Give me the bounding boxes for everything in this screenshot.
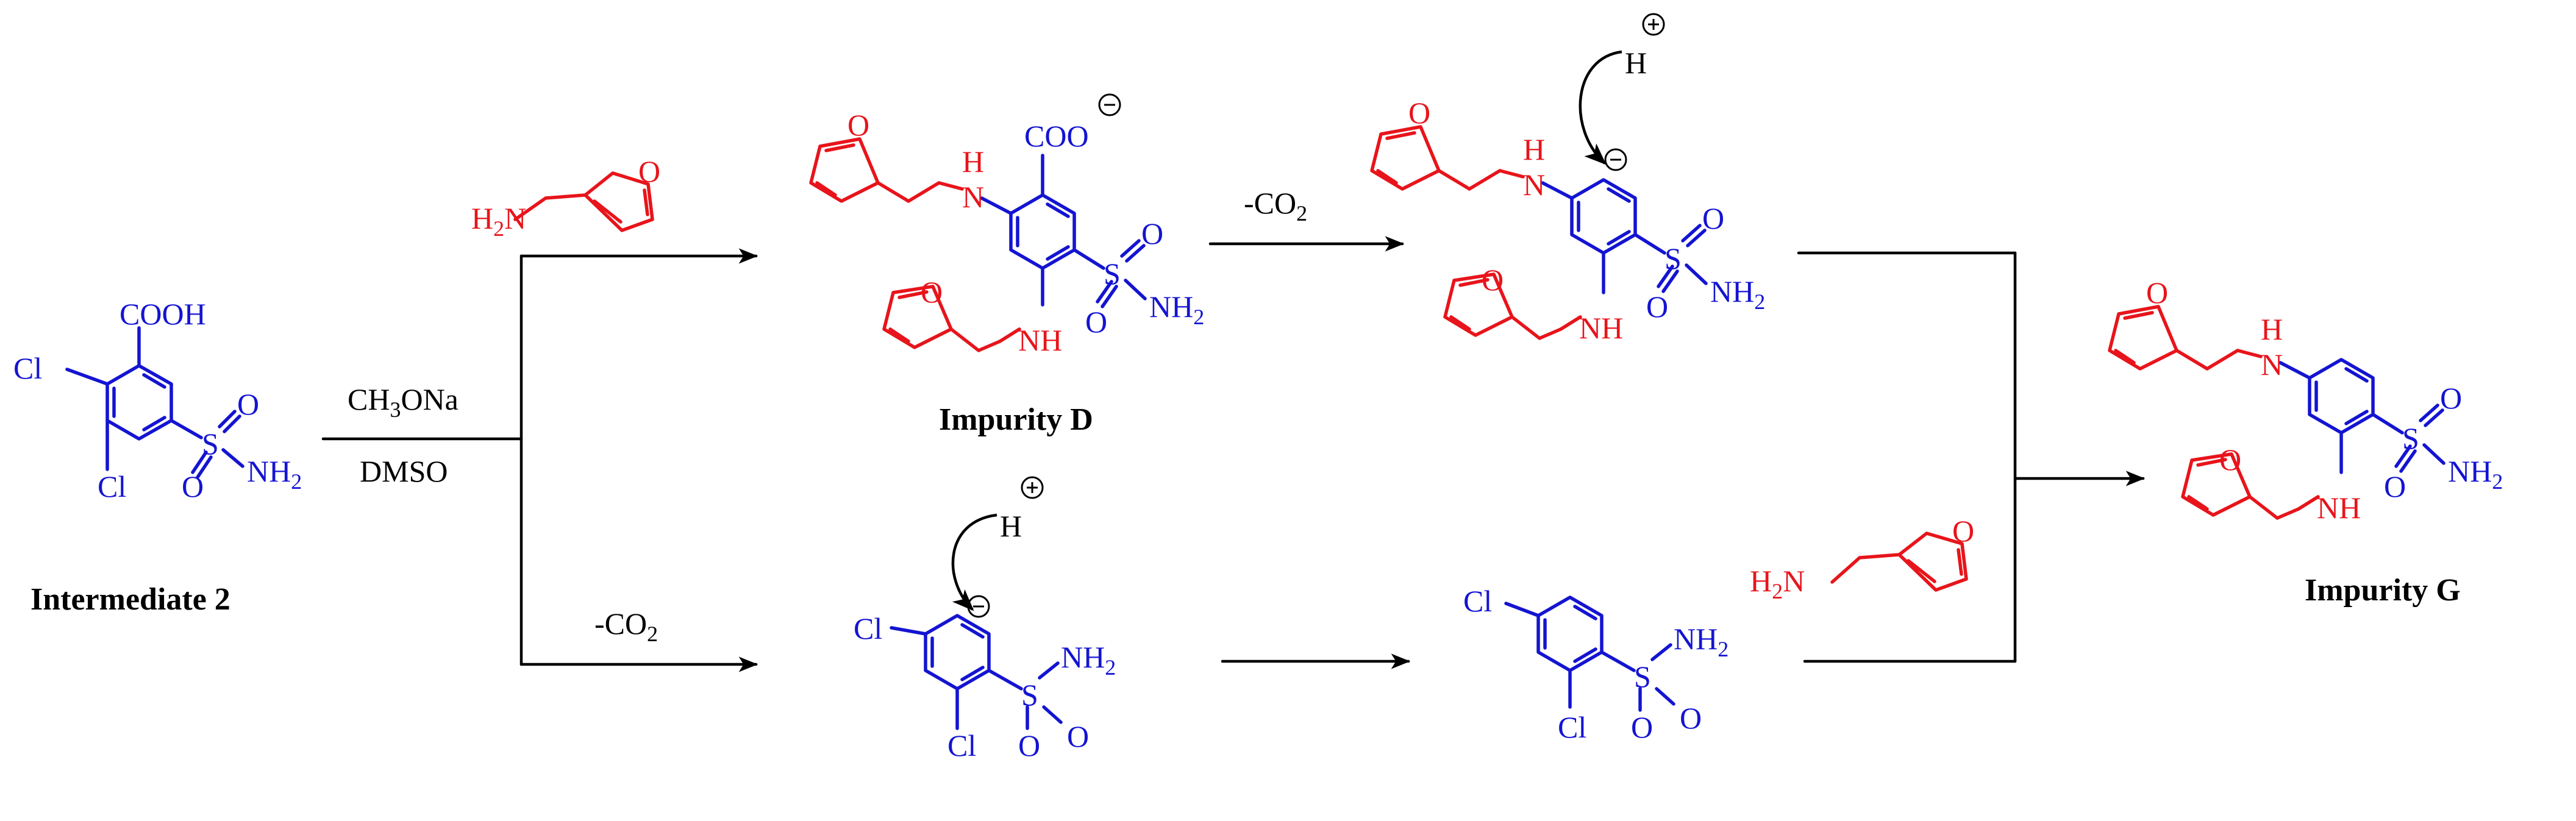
- furan-oxygen: O: [847, 108, 869, 142]
- furan-oxygen: O: [1952, 514, 1974, 548]
- amine-nitrogen: N: [1523, 168, 1545, 202]
- oxygen-atom: O: [237, 387, 259, 421]
- impurity-g-structure: S O O NH2 N H O NH O Impurity G: [2108, 275, 2503, 608]
- sulfur-atom: S: [1021, 678, 1038, 712]
- furan-oxygen: O: [2219, 442, 2241, 477]
- amine-hydrogen: H: [1523, 132, 1545, 166]
- amine-group: NH: [1018, 323, 1062, 357]
- amine-group: NH2: [247, 454, 302, 494]
- chlorine-atom: Cl: [1463, 584, 1492, 618]
- furan-oxygen: O: [921, 275, 943, 309]
- amine-nitrogen: N: [2261, 347, 2283, 382]
- sulfur-atom: S: [1664, 241, 1682, 275]
- dichlorobenzenesulfonamide-structure: Cl Cl S NH2 O O: [1463, 584, 1729, 744]
- impurity-d-structure: COO S O O NH2 N H O NH O: [809, 93, 1204, 437]
- furan-oxygen: O: [1482, 263, 1504, 297]
- amine-hydrogen: H: [2261, 312, 2283, 346]
- sulfur-atom: S: [202, 427, 219, 461]
- oxygen-atom: O: [1141, 216, 1163, 251]
- base-reagent: CH3ONa: [348, 382, 458, 422]
- branch-lines: [321, 248, 758, 672]
- furfurylamine-reagent: O H2N: [1750, 514, 1974, 603]
- oxygen-atom: O: [1018, 728, 1040, 762]
- oxygen-atom: O: [1702, 201, 1724, 235]
- impurity-g-label: Impurity G: [2305, 573, 2461, 608]
- amine-hydrogen: H: [962, 144, 984, 179]
- negative-charge-icon: [1098, 93, 1121, 116]
- oxygen-atom: O: [1631, 710, 1653, 744]
- oxygen-atom: O: [2384, 469, 2406, 503]
- chlorine-atom: Cl: [98, 469, 126, 503]
- furan-oxygen: O: [1408, 96, 1430, 130]
- oxygen-atom: O: [1085, 305, 1107, 339]
- proton-h: H: [1625, 46, 1647, 80]
- amine-group: H2N: [471, 201, 526, 241]
- oxygen-atom: O: [182, 469, 204, 503]
- proton-h: H: [1000, 509, 1022, 543]
- chlorine-atom: Cl: [1558, 710, 1586, 744]
- top-carbanion-structure: S O O NH2 N H O NH O H: [1370, 13, 1765, 345]
- sulfur-atom: S: [2402, 421, 2419, 455]
- amine-nitrogen: N: [962, 180, 984, 214]
- oxygen-atom: O: [1680, 701, 1702, 735]
- intermediate-2-structure: COOH Cl Cl S O O NH2 Intermediate 2: [13, 297, 302, 617]
- decarboxylation-label: -CO2: [594, 606, 658, 646]
- solvent-reagent: DMSO: [360, 454, 448, 488]
- intermediate-2-label: Intermediate 2: [30, 582, 230, 617]
- amine-group: NH2: [1710, 274, 1765, 314]
- negative-charge-icon: [1604, 148, 1627, 171]
- sulfur-atom: S: [1104, 257, 1121, 291]
- oxygen-atom: O: [2440, 381, 2462, 415]
- positive-charge-icon: [1642, 13, 1665, 36]
- oxygen-atom: O: [1646, 290, 1668, 324]
- chlorine-atom: Cl: [854, 611, 882, 645]
- furfurylamine-reagent: O H2N: [471, 154, 660, 241]
- amine-group: NH2: [2448, 454, 2503, 494]
- decarboxylation-label: -CO2: [1244, 186, 1307, 226]
- amine-group: NH: [1579, 311, 1623, 345]
- cooh-group: COOH: [120, 297, 206, 331]
- furan-oxygen: O: [638, 154, 660, 188]
- amine-group: NH2: [1149, 290, 1204, 329]
- furan-oxygen: O: [2146, 275, 2168, 310]
- chlorine-atom: Cl: [947, 728, 976, 762]
- amine-group: NH: [2317, 491, 2361, 525]
- sulfur-atom: S: [1634, 659, 1651, 694]
- positive-charge-icon: [1021, 476, 1044, 499]
- curved-electron-arrow-icon: [1579, 50, 1622, 165]
- amine-group: NH2: [1674, 622, 1729, 661]
- bottom-carbanion-structure: Cl Cl S NH2 O O H: [854, 476, 1116, 762]
- chlorine-atom: Cl: [13, 351, 42, 385]
- oxygen-atom: O: [1067, 719, 1089, 753]
- carboxylate-group: COO: [1024, 119, 1089, 153]
- amine-group: H2N: [1750, 564, 1805, 603]
- impurity-d-label: Impurity D: [939, 402, 1093, 437]
- curved-electron-arrow-icon: [951, 513, 997, 611]
- benzene-ring: [105, 364, 173, 441]
- converging-bracket: [1797, 251, 2146, 663]
- amine-group: NH2: [1061, 640, 1116, 680]
